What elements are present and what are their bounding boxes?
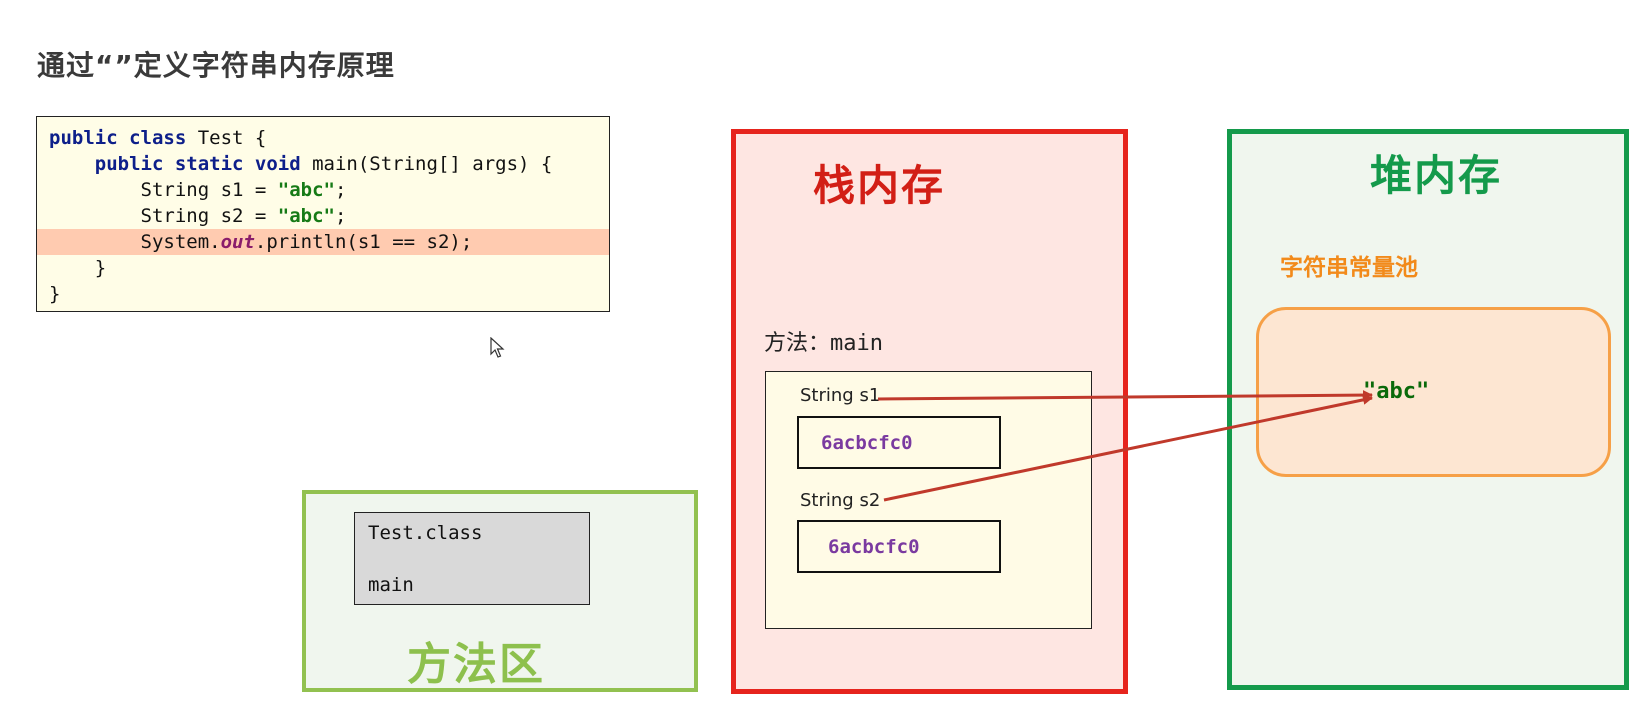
stack-memory-title: 栈内存 [813,161,946,210]
code-token: System. [49,231,221,253]
class-method-name: main [368,574,414,596]
code-token: "abc" [277,179,335,201]
class-box: Test.class main [354,512,590,605]
code-token: ; [334,205,347,227]
code-token: .println(s1 == s2); [254,231,473,253]
code-line: } [37,255,609,281]
code-token: String s1 = [49,179,278,201]
page-title: 通过“”定义字符串内存原理 [37,49,395,82]
arrow-s1-to-abc [877,390,1373,401]
method-area-title: 方法区 [407,639,545,690]
method-prefix: 方法： [764,331,831,356]
arrow-s2-to-abc [883,394,1373,502]
code-token: Test { [186,127,267,149]
code-line: String s2 = "abc"; [37,203,609,229]
code-line: System.out.println(s1 == s2); [37,229,609,255]
var-label-s2: String s2 [800,490,881,511]
method-name: main [830,331,883,356]
code-block: public class Test { public static void m… [36,116,610,312]
mouse-cursor-icon [490,337,505,358]
var-value-s1-text: 6acbcfc0 [821,431,913,454]
var-value-s2: 6acbcfc0 [797,520,1001,573]
code-line: } [37,281,609,307]
code-token: public class [49,127,187,149]
heap-memory-title: 堆内存 [1370,151,1503,200]
code-line: String s1 = "abc"; [37,177,609,203]
var-label-s1: String s1 [800,385,881,406]
code-token: "abc" [277,205,335,227]
code-token: ; [334,179,347,201]
string-constant-pool [1256,307,1611,477]
string-pool-title: 字符串常量池 [1280,255,1418,281]
code-token: String s2 = [49,205,278,227]
var-value-s2-text: 6acbcfc0 [828,535,920,558]
code-token: } [49,283,61,305]
code-token: } [49,257,107,279]
code-token: main(String[] args) { [300,153,553,175]
code-line: public class Test { [37,125,609,151]
code-token: out [220,231,255,253]
var-value-s1: 6acbcfc0 [797,416,1001,469]
stack-method-label: 方法：main [764,325,883,357]
class-name: Test.class [368,522,483,544]
stack-frame [765,371,1092,629]
code-line: public static void main(String[] args) { [37,151,609,177]
code-token: public static void [94,153,301,175]
pool-string-value: "abc" [1363,379,1430,404]
